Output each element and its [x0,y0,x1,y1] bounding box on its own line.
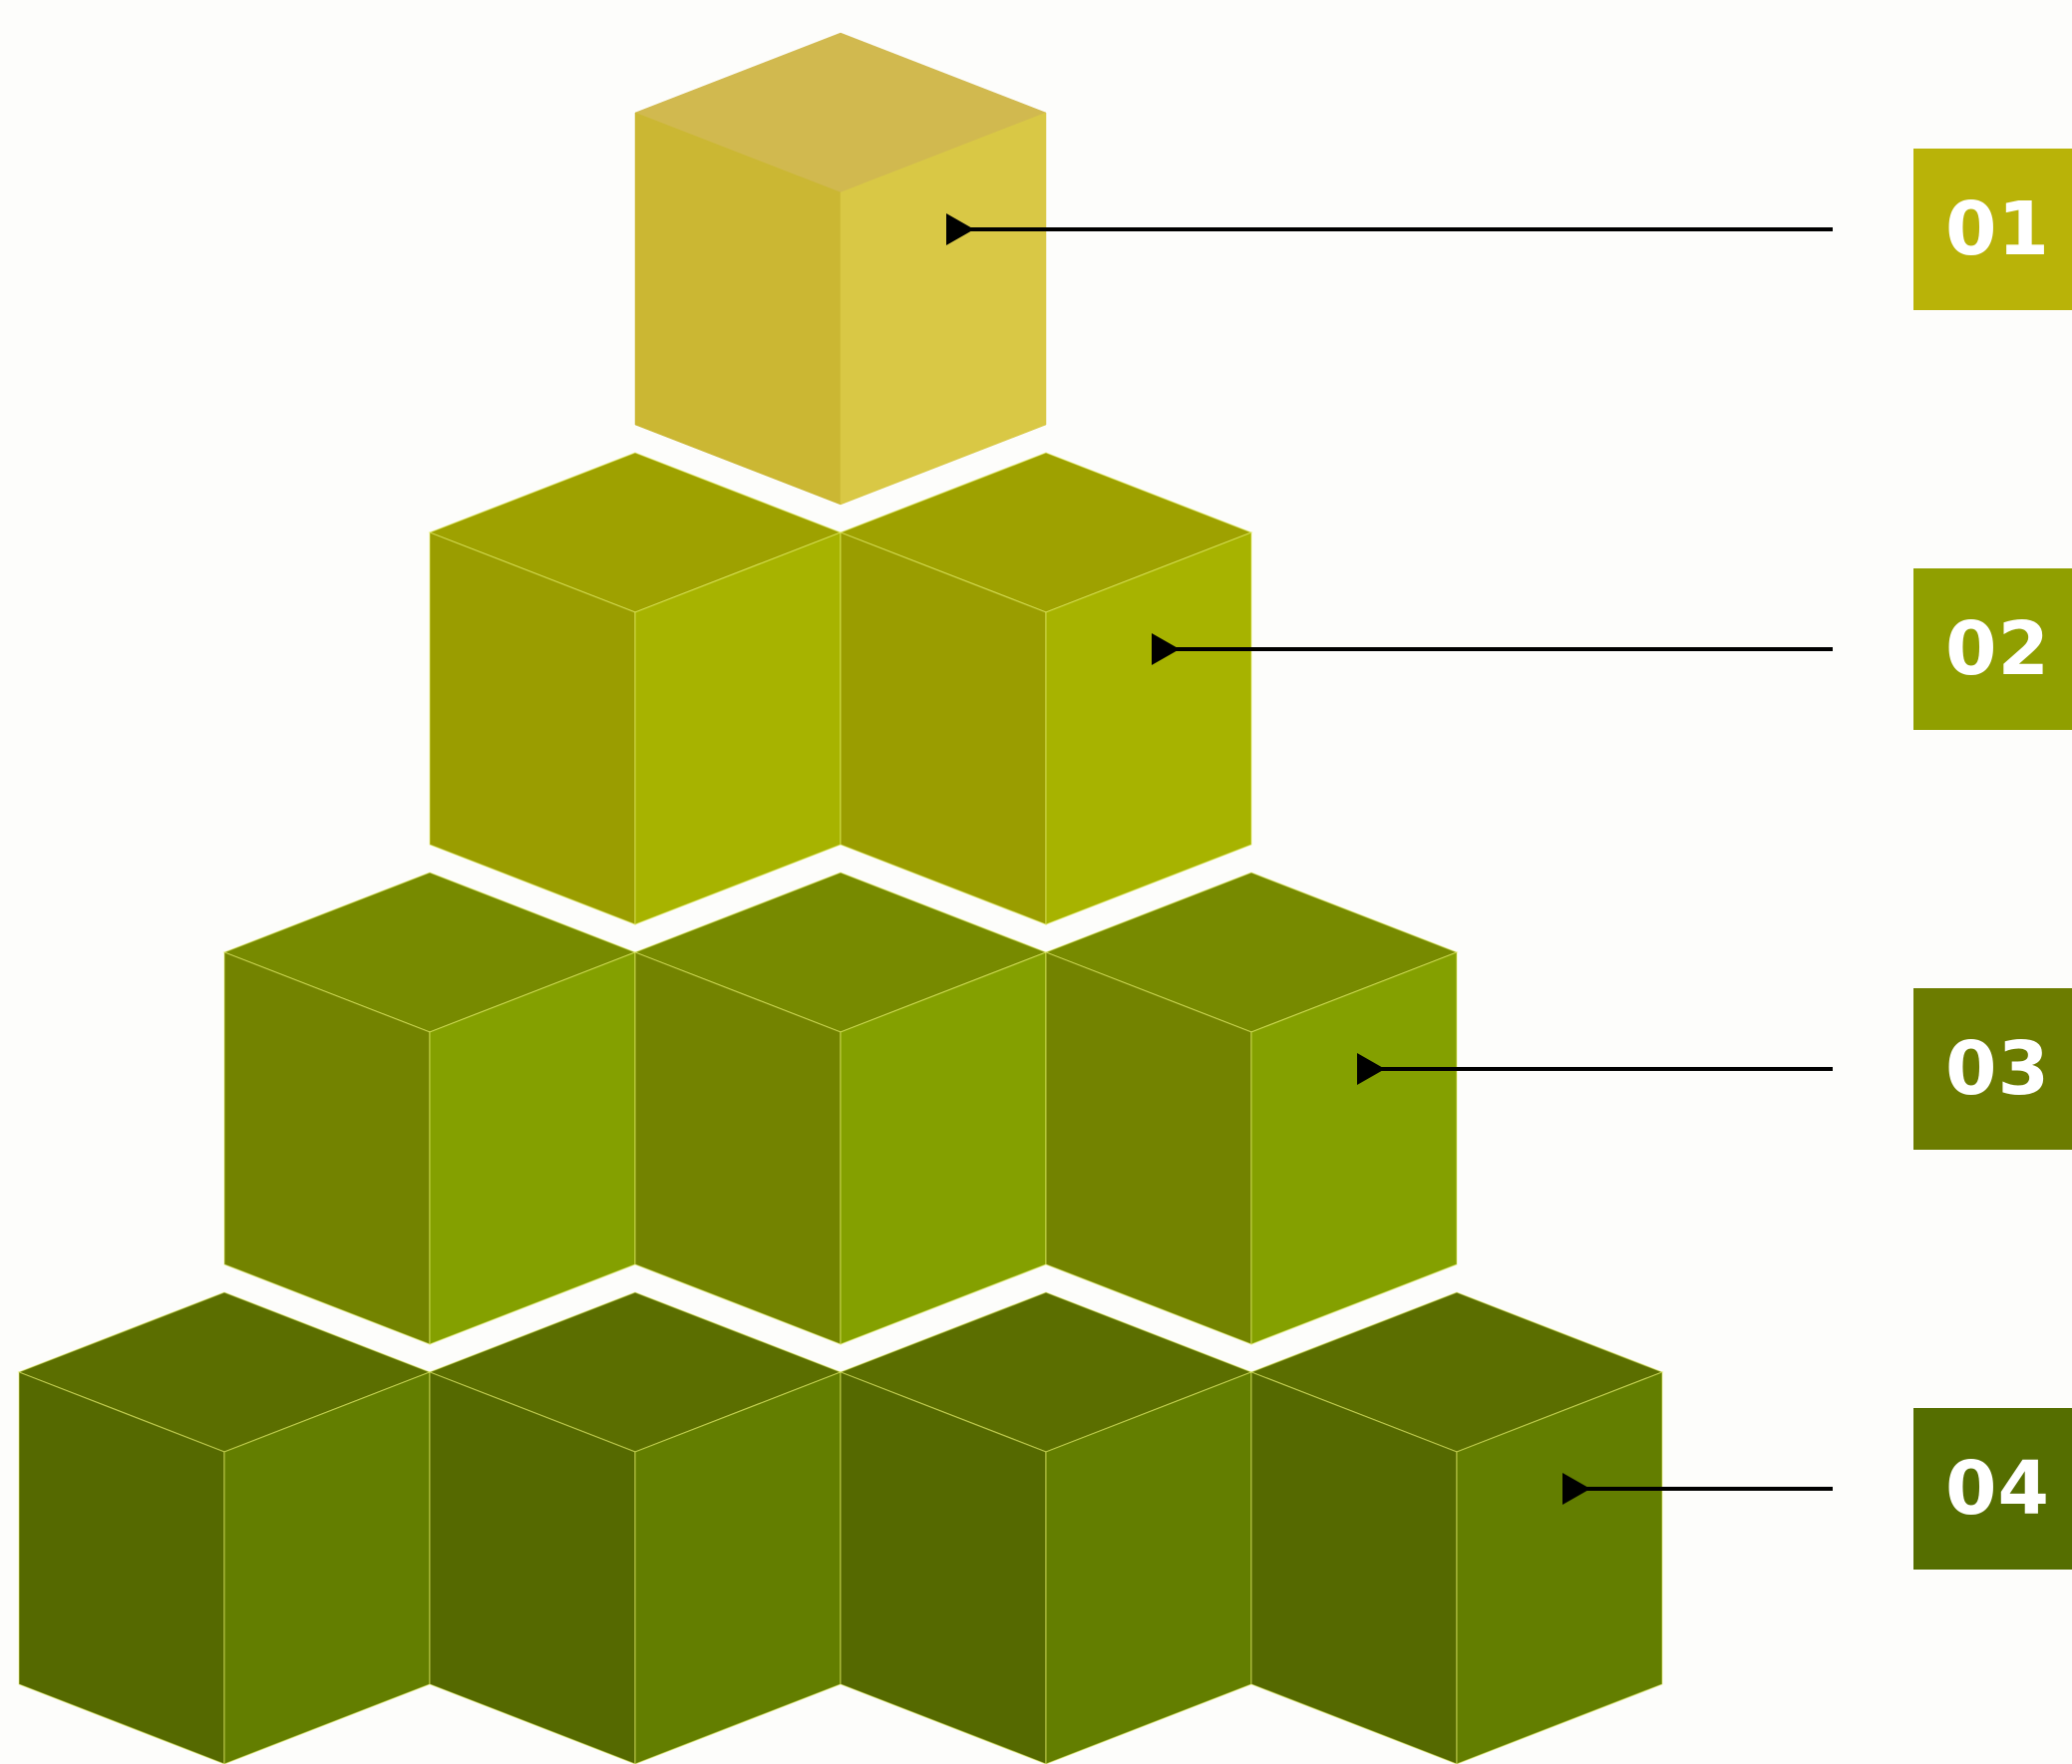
level-badge-04: 04 [1913,1408,2072,1570]
level-badge-03: 03 [1913,988,2072,1150]
cube [841,453,1251,924]
cube-row-01 [635,33,1046,505]
cube [635,873,1046,1344]
cube [224,873,635,1344]
cube-row-02 [430,453,1251,924]
cube [1251,1292,1662,1764]
level-label: 04 [1945,1446,2050,1532]
cube [635,33,1046,505]
cube [430,1292,841,1764]
cube [841,1292,1251,1764]
cube [430,453,841,924]
cube [19,1292,430,1764]
cubes-layer [19,33,1662,1764]
cube-row-03 [224,873,1457,1344]
cube-row-04 [19,1292,1662,1764]
level-label: 01 [1945,186,2050,272]
cube [1046,873,1457,1344]
level-label: 03 [1945,1026,2050,1112]
level-badge-02: 02 [1913,568,2072,730]
level-badge-01: 01 [1913,149,2072,310]
level-label: 02 [1945,606,2050,692]
